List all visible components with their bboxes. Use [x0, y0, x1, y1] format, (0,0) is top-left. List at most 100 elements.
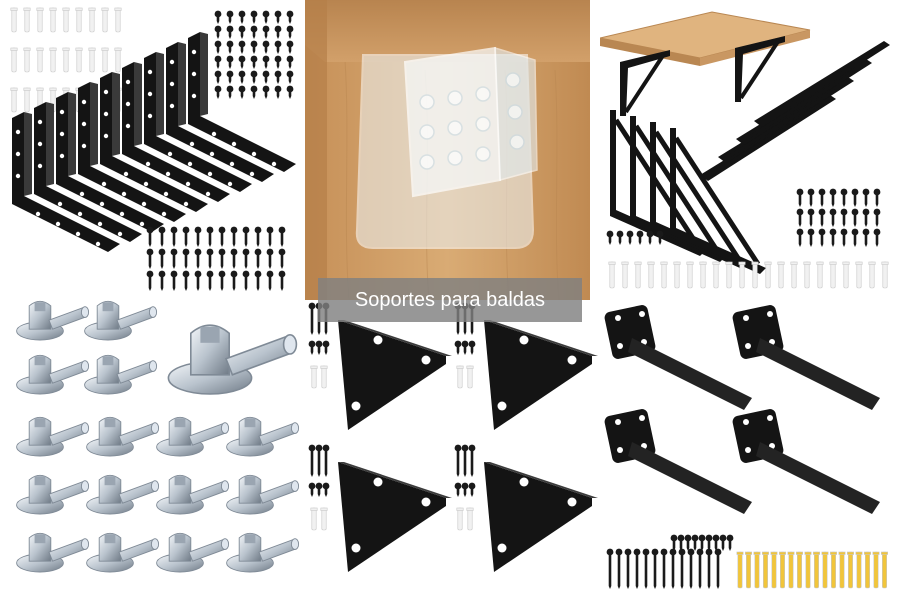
triangle-bracket-icon — [736, 59, 872, 145]
wall-anchor-icon — [621, 261, 629, 289]
shelf-pin-icon — [16, 416, 90, 457]
screw-icon — [286, 55, 294, 69]
l-bracket-icon — [12, 112, 120, 252]
screw-icon — [468, 482, 476, 497]
corner-plate-icon — [338, 320, 452, 430]
screw-icon — [182, 270, 190, 291]
screw-icon — [670, 534, 678, 551]
wall-anchor-icon — [36, 7, 44, 33]
l-bracket-stack — [12, 32, 296, 252]
screw-icon — [214, 70, 222, 84]
shelf-pin-icon — [226, 416, 300, 457]
wall-anchor-icon — [320, 365, 328, 389]
screw-icon — [250, 70, 258, 84]
wall-anchor-icon — [686, 261, 694, 289]
screw-icon — [684, 534, 692, 551]
tile-acrylic-bracket — [305, 0, 590, 300]
wall-anchor-icon — [855, 261, 863, 289]
bracket-hole — [419, 124, 435, 140]
floating-bracket-icon — [732, 305, 880, 410]
wall-anchor-icon — [803, 261, 811, 289]
shelf-pin-icon — [156, 532, 230, 573]
bracket-hole — [447, 150, 463, 166]
screw-icon — [250, 10, 258, 24]
wall-anchor-icon — [795, 551, 804, 589]
screw-icon — [170, 248, 178, 269]
shelf-pin-icon — [86, 416, 160, 457]
screw-icon — [315, 482, 323, 497]
screw-icon — [250, 55, 258, 69]
screw-icon — [286, 10, 294, 24]
wall-anchor-icon — [816, 261, 824, 289]
screw-icon — [254, 226, 262, 247]
screw-icon — [726, 534, 734, 551]
wall-anchor-icon — [23, 87, 31, 113]
screw-icon — [322, 444, 330, 477]
shelf-pin-icon — [156, 416, 230, 457]
screw-icon — [266, 270, 274, 291]
wall-anchor-icon — [790, 261, 798, 289]
bracket-holes — [419, 72, 525, 170]
shelf-pin-icon — [167, 324, 298, 395]
screw-icon — [677, 534, 685, 551]
screw-icon — [194, 226, 202, 247]
l-bracket-icon — [56, 92, 164, 232]
wood-shelf-edge — [600, 38, 700, 66]
screw-icon — [226, 10, 234, 24]
wall-anchor-icon — [736, 551, 744, 589]
bracket-hole — [447, 120, 463, 136]
wall-anchor-icon — [761, 551, 770, 589]
screw-icon — [214, 10, 222, 24]
caption-text: Soportes para baldas — [354, 288, 546, 311]
tile-l-brackets — [0, 0, 300, 300]
screw-icon — [206, 270, 214, 291]
screw-icon — [454, 444, 462, 477]
corner-plate-set — [308, 302, 452, 430]
wall-anchor-icon — [23, 47, 31, 73]
screw-icon — [194, 270, 202, 291]
wall-anchor-icon — [753, 551, 761, 589]
wall-anchor-icon — [829, 261, 837, 289]
screw-icon — [266, 248, 274, 269]
screw-icon — [214, 25, 222, 39]
corner-plate-set — [454, 444, 598, 572]
screw-icon — [278, 248, 286, 269]
tile-floating-brackets — [600, 300, 900, 600]
wall-anchors — [608, 261, 889, 289]
screw-icon — [182, 248, 190, 269]
wall-anchor-icon — [75, 7, 83, 33]
screw-icon — [873, 208, 881, 227]
screw-icon — [807, 188, 815, 207]
shelf-pin-icon — [84, 300, 158, 341]
screw-icon — [230, 226, 238, 247]
wall-anchor-icon — [744, 551, 753, 589]
wall-anchor-icon — [838, 551, 846, 589]
wall-anchor-icon — [49, 7, 57, 33]
screws-bottom-right — [146, 226, 286, 291]
corner-plate-icon — [484, 320, 598, 430]
floating-bracket-icon — [604, 305, 752, 410]
screw-icon — [226, 55, 234, 69]
screw-icon — [146, 270, 154, 291]
screw-icon — [254, 248, 262, 269]
shelf-pin-icon — [16, 354, 90, 395]
shelf-mounted-brackets — [620, 36, 785, 116]
wall-anchor-icon — [846, 551, 855, 589]
wall-anchor-icon — [764, 261, 772, 289]
screw-icon — [308, 444, 316, 477]
caption-banner: Soportes para baldas — [318, 278, 582, 322]
shelf-pin-icon — [16, 532, 90, 573]
triangle-bracket-icon — [718, 77, 854, 163]
corner-plate-icon — [484, 462, 598, 572]
screw-icon — [286, 85, 294, 99]
shelf-pin-icon — [16, 474, 90, 515]
triangle-bracket-icon — [700, 95, 836, 181]
screw-icon — [262, 85, 270, 99]
wall-anchor-icon — [114, 7, 122, 33]
wall-anchor-icon — [770, 551, 778, 589]
screw-icon — [286, 70, 294, 84]
screw-icon — [194, 248, 202, 269]
screw-icon — [862, 228, 870, 247]
screw-icon — [322, 340, 330, 355]
screw-icon — [633, 548, 641, 589]
